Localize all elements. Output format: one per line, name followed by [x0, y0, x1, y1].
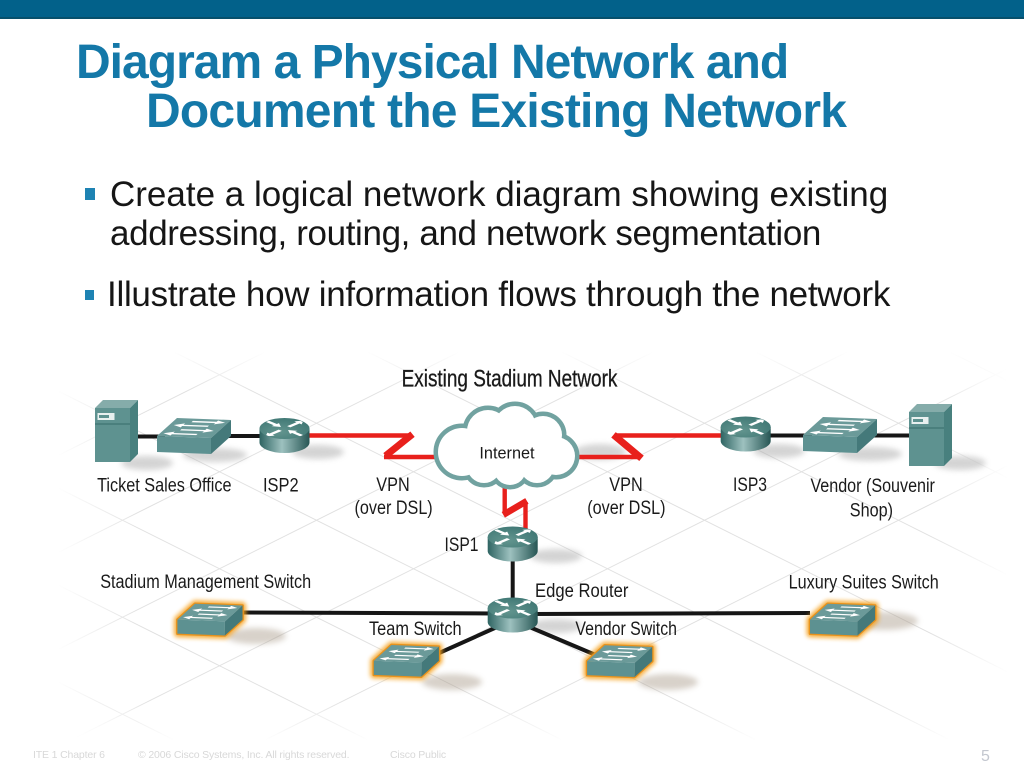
svg-text:Internet: Internet [479, 444, 534, 463]
svg-text:(over DSL): (over DSL) [355, 498, 433, 519]
svg-text:(over DSL): (over DSL) [587, 498, 665, 519]
svg-text:ISP2: ISP2 [263, 476, 299, 497]
svg-text:Team Switch: Team Switch [369, 619, 462, 640]
svg-text:Shop): Shop) [850, 501, 893, 522]
svg-text:Ticket Sales Office: Ticket Sales Office [97, 476, 231, 497]
svg-text:Luxury Suites Switch: Luxury Suites Switch [789, 573, 939, 594]
svg-text:VPN: VPN [609, 475, 642, 496]
svg-text:Existing Stadium Network: Existing Stadium Network [402, 366, 618, 393]
svg-text:Vendor Switch: Vendor Switch [575, 619, 677, 640]
svg-text:Stadium Management Switch: Stadium Management Switch [100, 572, 311, 593]
svg-text:ISP3: ISP3 [733, 475, 767, 496]
svg-text:Vendor (Souvenir: Vendor (Souvenir [810, 476, 935, 497]
svg-text:VPN: VPN [376, 475, 409, 496]
svg-text:Edge Router: Edge Router [535, 581, 629, 602]
svg-text:ISP1: ISP1 [445, 535, 479, 556]
